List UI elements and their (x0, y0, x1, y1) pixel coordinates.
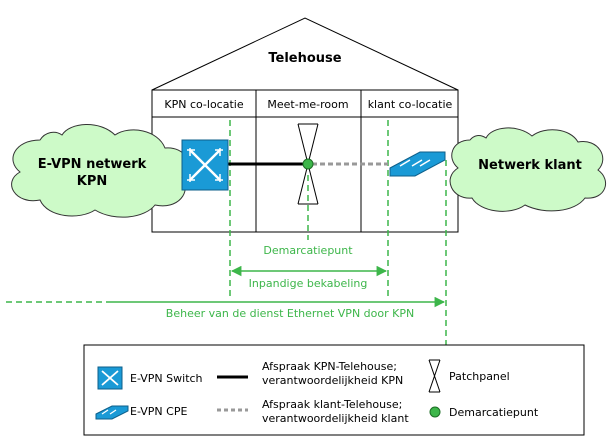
telehouse-building: Telehouse KPN co-locatie Meet-me-room kl… (151, 17, 459, 233)
legend-patchpanel-icon (428, 359, 441, 393)
room-label-meetme: Meet-me-room (267, 98, 348, 111)
cabling-label: Inpandige bekabeling (249, 277, 368, 290)
demarcation-point-icon (302, 158, 314, 170)
room-label-klant: klant co-locatie (368, 98, 453, 111)
legend-kpn-line2: verantwoordelijkheid KPN (262, 374, 403, 387)
legend-patchpanel-label: Patchpanel (449, 370, 510, 383)
building-title: Telehouse (268, 51, 341, 66)
legend-klant-line1: Afspraak klant-Telehouse; (262, 398, 402, 411)
management-label: Beheer van de dienst Ethernet VPN door K… (166, 307, 414, 320)
cloud-left-line2: KPN (77, 174, 107, 189)
legend: E-VPN Switch E-VPN CPE Afspraak KPN-Tele… (83, 344, 585, 436)
cloud-right-shape (449, 127, 607, 212)
legend-switch-label: E-VPN Switch (130, 372, 203, 385)
cloud-evpn-kpn: E-VPN netwerk KPN (11, 124, 189, 218)
legend-demarcation-icon (429, 406, 441, 418)
legend-cpe-label: E-VPN CPE (130, 405, 187, 418)
cloud-left-line1: E-VPN netwerk (38, 157, 147, 172)
legend-klant-line2: verantwoordelijkheid klant (262, 412, 409, 425)
evpn-switch-icon (181, 139, 229, 191)
legend-demarcation-label: Demarcatiepunt (449, 406, 539, 419)
room-label-kpn: KPN co-locatie (164, 98, 243, 111)
evpn-cpe-icon (389, 151, 446, 177)
demarcation-label: Demarcatiepunt (263, 244, 353, 257)
cloud-netwerk-klant: Netwerk klant (449, 127, 607, 212)
cloud-right-label: Netwerk klant (478, 158, 582, 173)
cloud-left-shape (11, 124, 189, 218)
legend-kpn-line1: Afspraak KPN-Telehouse; (262, 360, 397, 373)
legend-cpe-icon (95, 405, 129, 420)
legend-box (83, 344, 585, 436)
legend-switch-icon (97, 366, 123, 390)
